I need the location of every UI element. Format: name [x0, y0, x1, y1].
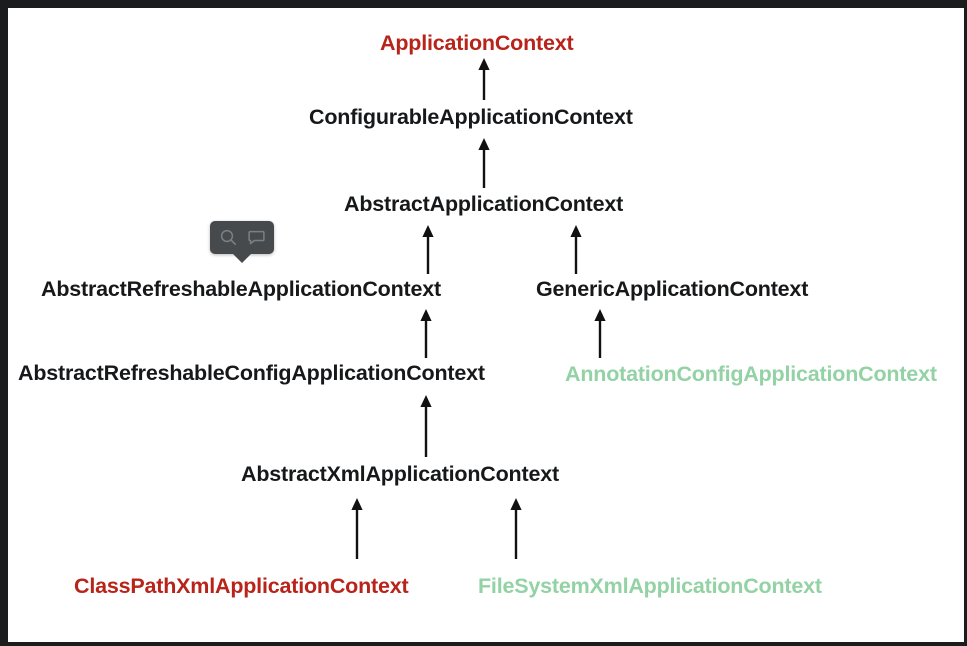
- class-node-filesystem-xml-application-context[interactable]: FileSystemXmlApplicationContext: [478, 574, 822, 598]
- class-node-application-context[interactable]: ApplicationContext: [380, 31, 574, 55]
- class-node-abstract-application-context[interactable]: AbstractApplicationContext: [344, 192, 624, 216]
- edge-refreshable-to-abstract: [420, 225, 436, 274]
- class-node-abstract-refreshable-application-context[interactable]: AbstractRefreshableApplicationContext: [41, 277, 441, 301]
- edge-classpath-to-xml: [349, 498, 365, 559]
- edge-xml-to-refreshable-config: [418, 395, 434, 457]
- search-icon[interactable]: [218, 228, 238, 248]
- class-node-abstract-refreshable-config-application-context[interactable]: AbstractRefreshableConfigApplicationCont…: [18, 361, 485, 385]
- class-node-generic-application-context[interactable]: GenericApplicationContext: [536, 277, 809, 301]
- selection-tooltip[interactable]: [210, 221, 274, 254]
- class-node-configurable-application-context[interactable]: ConfigurableApplicationContext: [309, 105, 633, 129]
- edge-abstract-to-configurable: [476, 138, 492, 188]
- edge-annotation-to-generic: [592, 309, 608, 358]
- class-node-classpath-xml-application-context[interactable]: ClassPathXmlApplicationContext: [74, 574, 409, 598]
- class-node-abstract-xml-application-context[interactable]: AbstractXmlApplicationContext: [241, 462, 559, 486]
- class-node-annotation-config-application-context[interactable]: AnnotationConfigApplicationContext: [565, 362, 937, 386]
- edge-configurable-to-application: [476, 58, 492, 100]
- edge-refreshable-config-to-refreshable: [418, 309, 434, 358]
- edge-generic-to-abstract: [568, 225, 584, 274]
- comment-icon[interactable]: [246, 228, 266, 248]
- edge-filesystem-to-xml: [508, 498, 524, 559]
- diagram-canvas: ApplicationContext ConfigurableApplicati…: [8, 8, 964, 642]
